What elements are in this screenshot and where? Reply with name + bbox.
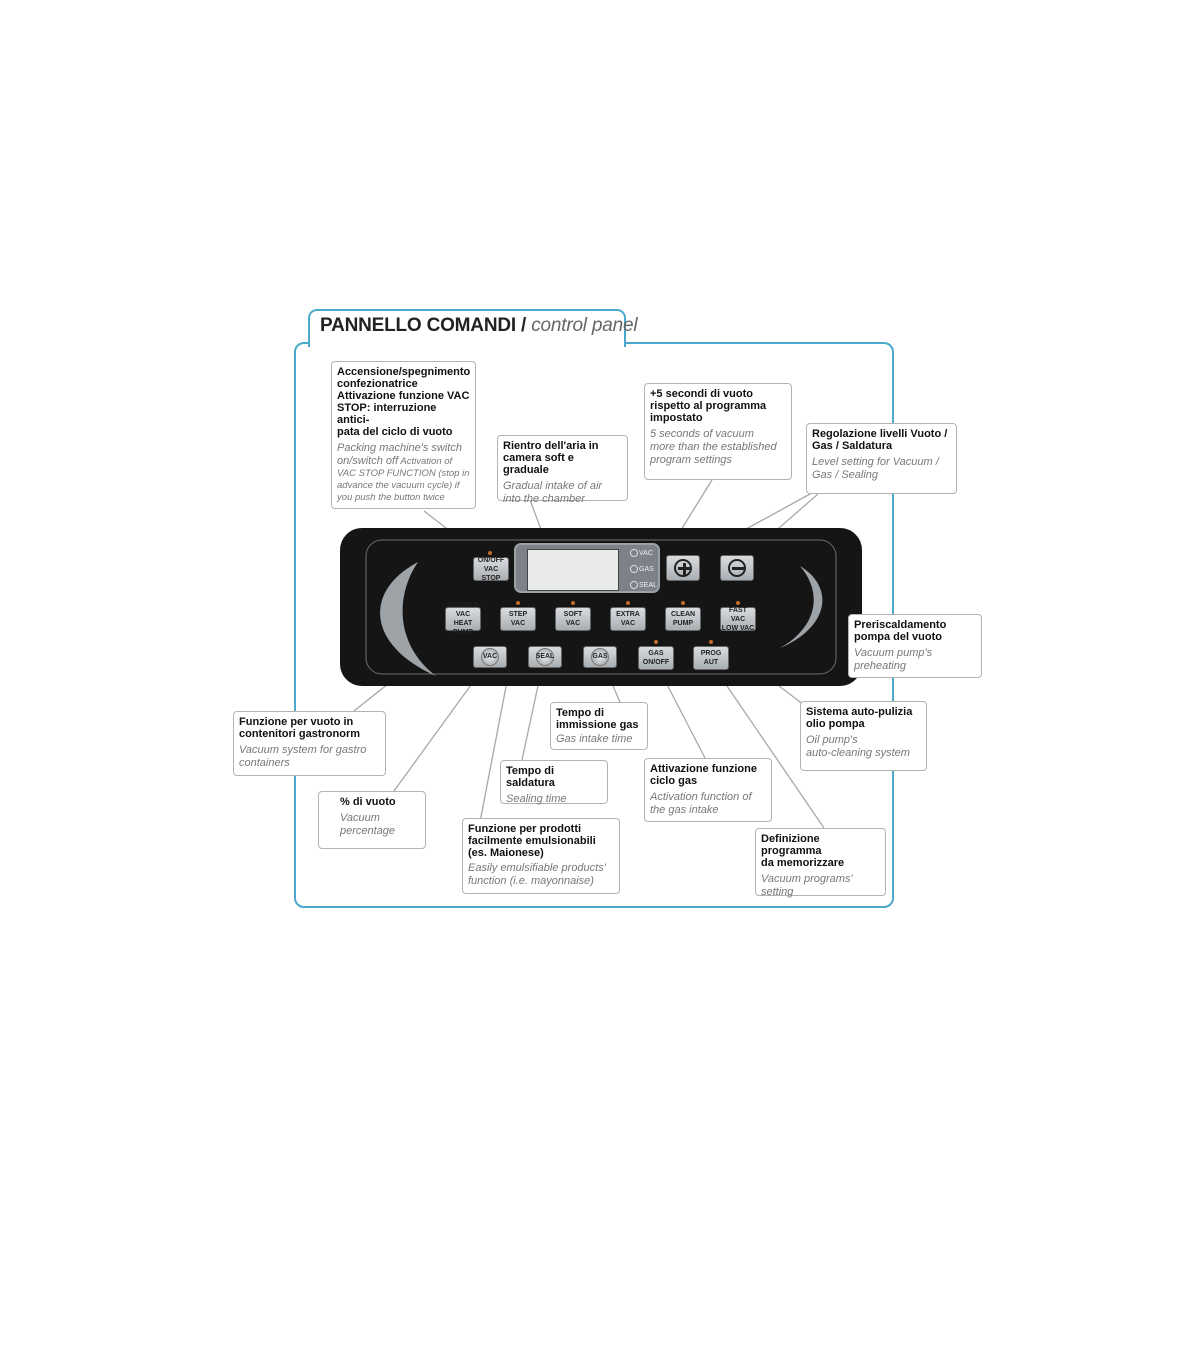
callout-program: Definizione programma da memorizzare Vac… — [755, 828, 886, 898]
title-english: control panel — [531, 315, 638, 336]
gas-button[interactable]: GAS — [583, 646, 617, 668]
plus-button[interactable] — [666, 555, 700, 581]
led-step — [516, 601, 520, 605]
led-gas-onoff — [654, 640, 658, 644]
minus-button[interactable] — [720, 555, 754, 581]
callout-gas-time: Tempo di immissione gas Gas intake time — [550, 702, 648, 750]
callout-clean-pump: Sistema auto-pulizia olio pompa Oil pump… — [800, 701, 927, 771]
callout-percent: % di vuoto Vacuum percentage — [318, 791, 426, 849]
led-fast — [736, 601, 740, 605]
led-prog — [709, 640, 713, 644]
page-title: PANNELLO COMANDI / control panel — [320, 315, 638, 337]
callout-soft-vac: Rientro dell'aria in camera soft e gradu… — [497, 435, 628, 505]
callout-preheat: Preriscaldamento pompa del vuoto Vacuum … — [848, 614, 982, 678]
led-soft — [571, 601, 575, 605]
callout-levels: Regolazione livelli Vuoto / Gas / Saldat… — [806, 423, 957, 494]
led-clean — [681, 601, 685, 605]
led-extra — [626, 601, 630, 605]
panel-swoosh — [365, 539, 837, 676]
led-onoff — [488, 551, 492, 555]
callout-gas-activation: Attivazione funzione ciclo gas Activatio… — [644, 758, 772, 822]
callout-sealing-time: Tempo di saldatura Sealing time — [500, 760, 608, 805]
lcd-screen — [527, 549, 619, 591]
callout-gastro: Funzione per vuoto in contenitori gastro… — [233, 711, 386, 776]
callout-emulsifiable: Funzione per prodotti facilmente emulsio… — [462, 818, 620, 894]
indicator-gas: GAS — [630, 565, 654, 573]
callout-onoff: Accensione/spegnimento confezionatrice A… — [331, 361, 476, 509]
indicator-seal: SEAL — [630, 581, 657, 589]
vac-button[interactable]: VAC — [473, 646, 507, 668]
indicator-vac: VAC — [630, 549, 653, 557]
callout-extra-vac: +5 secondi di vuoto rispetto al programm… — [644, 383, 792, 480]
title-italian: PANNELLO COMANDI / — [320, 315, 527, 336]
seal-button[interactable]: SEAL — [528, 646, 562, 668]
